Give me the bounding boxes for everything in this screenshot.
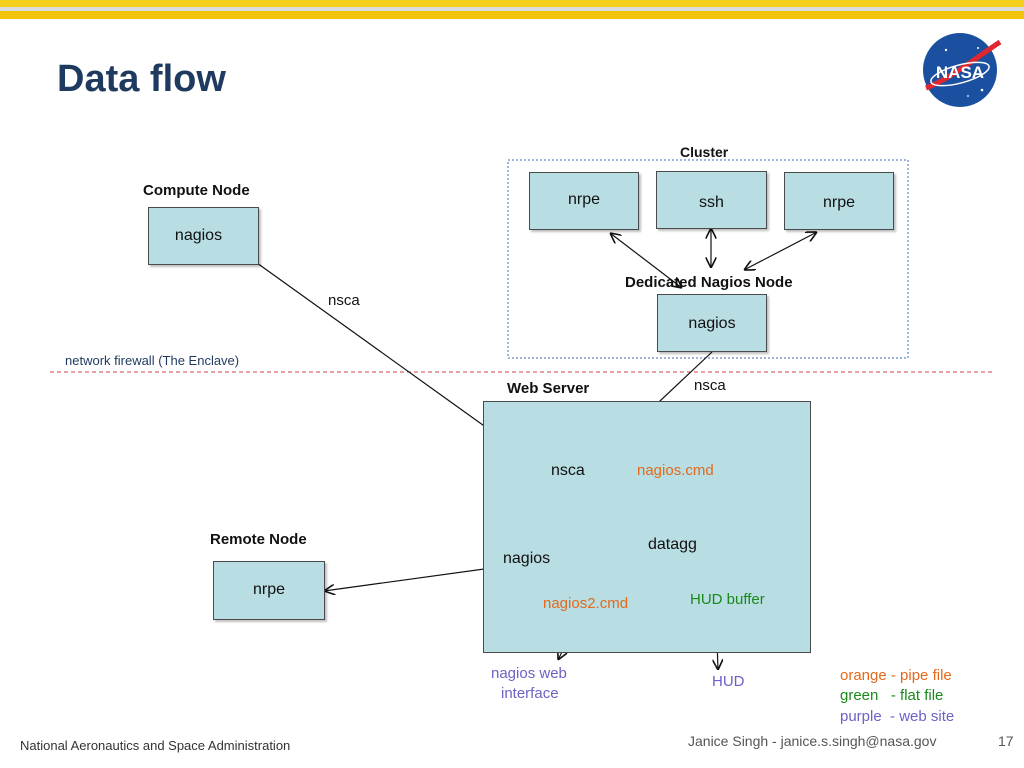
web-nsca: nsca bbox=[551, 462, 585, 479]
hud-output: HUD bbox=[712, 673, 745, 690]
dedicated-nagios-text: nagios bbox=[688, 315, 736, 332]
cluster-boundary bbox=[507, 159, 909, 359]
logo-text: NASA bbox=[936, 63, 984, 82]
compute-nagios-text: nagios bbox=[174, 227, 223, 244]
web-nagios-cmd: nagios.cmd bbox=[637, 462, 714, 479]
cluster-label: Cluster bbox=[680, 144, 729, 160]
compute-nsca-edge-label: nsca bbox=[328, 292, 360, 309]
web-datagg: datagg bbox=[648, 536, 697, 553]
remote-nrpe-box: nrpe bbox=[213, 561, 325, 620]
nasa-logo: NASA bbox=[923, 33, 1002, 107]
compute-node-label: Compute Node bbox=[143, 182, 250, 199]
cluster-ssh-label: ssh bbox=[699, 194, 724, 211]
page-number: 17 bbox=[998, 733, 1014, 749]
legend-purple: purple - web site bbox=[840, 708, 955, 725]
cluster-ssh-box: ssh bbox=[656, 171, 767, 229]
footer-author: Janice Singh - janice.s.singh@nasa.gov bbox=[688, 733, 937, 749]
cluster-nrpe-right-box: nrpe bbox=[784, 172, 894, 230]
dedicated-node-label: Dedicated Nagios Node bbox=[625, 274, 793, 291]
remote-nrpe-text: nrpe bbox=[252, 581, 286, 598]
remote-node-label: Remote Node bbox=[210, 531, 307, 548]
cluster-nrpe-left-box: nrpe bbox=[529, 172, 639, 230]
dedicated-nagios-box: nagios bbox=[657, 294, 767, 352]
web-interface-line1: nagios web bbox=[491, 665, 567, 682]
web-nagios2-cmd: nagios2.cmd bbox=[543, 595, 629, 612]
web-server-box bbox=[483, 401, 811, 653]
firewall-label: network firewall (The Enclave) bbox=[65, 353, 240, 368]
arrow-nrpe-right-dedicated bbox=[744, 232, 817, 270]
compute-nagios-box: nagios bbox=[148, 207, 259, 265]
cluster-nrpe-right-label: nrpe bbox=[822, 194, 856, 211]
web-hud-buffer: HUD buffer bbox=[690, 591, 765, 608]
arrow-nrpe-left-dedicated bbox=[610, 233, 682, 288]
web-server-label: Web Server bbox=[507, 380, 590, 397]
banner-stripe-middle bbox=[0, 7, 1024, 11]
dedicated-nsca-edge-label: nsca bbox=[694, 377, 726, 394]
cluster-nrpe-left-label: nrpe bbox=[567, 191, 601, 208]
legend-orange: orange - pipe file bbox=[840, 667, 952, 684]
page-title: Data flow bbox=[57, 58, 226, 100]
legend-green: green - flat file bbox=[840, 687, 944, 704]
banner-stripe-bottom bbox=[0, 11, 1024, 19]
top-banner bbox=[0, 0, 1024, 20]
web-interface-line2: interface bbox=[501, 685, 559, 702]
web-nagios: nagios bbox=[503, 550, 551, 567]
footer-agency: National Aeronautics and Space Administr… bbox=[20, 738, 291, 753]
arrow-remote-nagios bbox=[324, 566, 506, 591]
banner-stripe-top bbox=[0, 0, 1024, 7]
